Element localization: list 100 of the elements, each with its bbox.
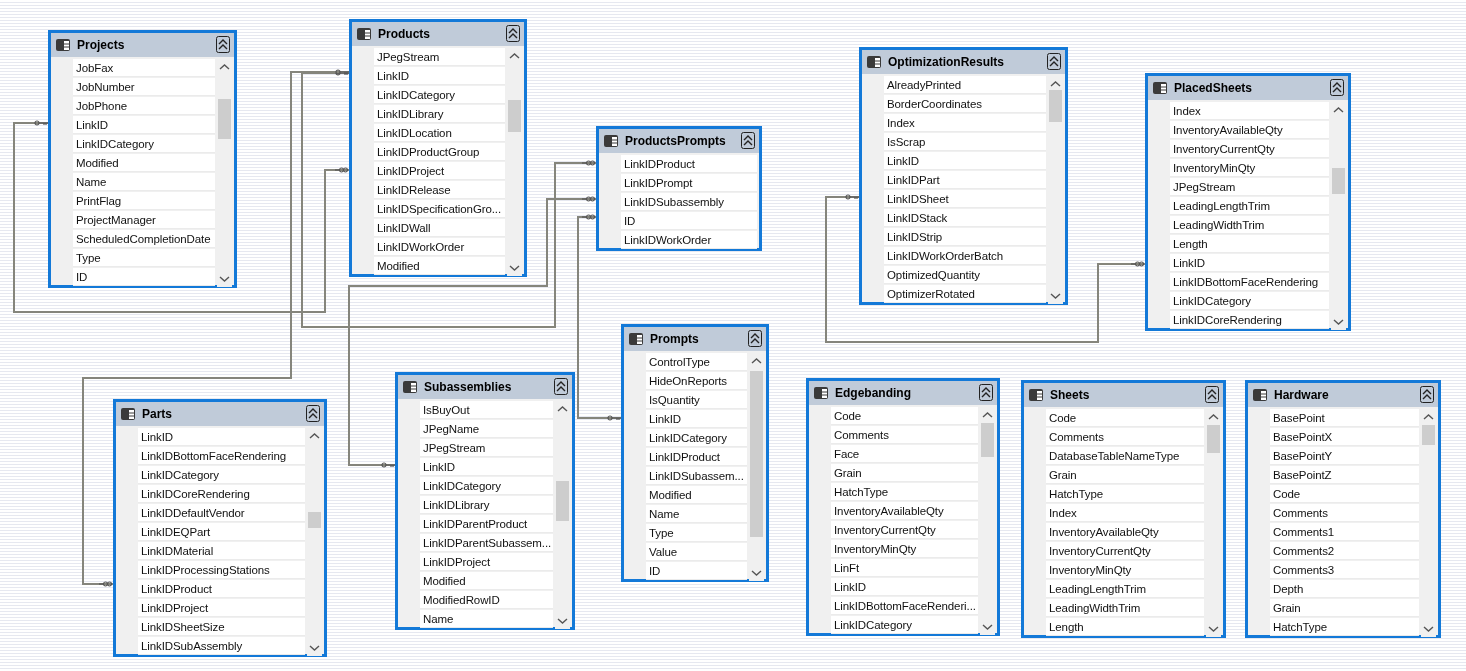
column-name: IsScrap [884, 133, 1046, 151]
column-name: LinkIDMaterial [138, 542, 305, 560]
column-name: JobPhone [73, 97, 215, 115]
column-name: LinkIDProduct [138, 580, 305, 598]
column-name: LeadingLengthTrim [1046, 580, 1204, 598]
column-name: Code [1046, 409, 1204, 427]
column-name: HatchType [831, 483, 978, 501]
column-name: ModifiedRowID [420, 591, 553, 609]
column-name: LinkIDBottomFaceRenderi... [831, 597, 978, 615]
column-name: LinkIDCategory [420, 477, 553, 495]
database-table [621, 324, 769, 582]
column-name: LinkID [420, 458, 553, 476]
column-name: Comments1 [1270, 523, 1419, 541]
column-name: LinkIDProject [374, 162, 505, 180]
column-name: LinkIDCategory [831, 616, 978, 634]
relationship-line [13, 120, 350, 313]
column-name: LinkIDProject [420, 553, 553, 571]
column-name: HatchType [1046, 485, 1204, 503]
column-name: ID [646, 562, 747, 580]
column-name: BasePointZ [1270, 466, 1419, 484]
table-title: Parts [142, 407, 173, 421]
column-name: BasePointX [1270, 428, 1419, 446]
column-name: Comments [1270, 504, 1419, 522]
column-name: LinkID [831, 578, 978, 596]
column-name: LinkIDDefaultVendor [138, 504, 305, 522]
column-name: Code [1270, 485, 1419, 503]
column-name: LinkIDSubAssembly [138, 637, 305, 655]
column-name: ScheduledCompletionDate [73, 230, 215, 248]
column-name: JPegStream [374, 48, 505, 66]
column-name: LinkIDSubassembly [621, 193, 757, 211]
table-title: OptimizationResults [888, 55, 1004, 69]
column-name: ID [73, 268, 215, 286]
column-name: HideOnReports [646, 372, 747, 390]
relationship-line [825, 194, 1146, 343]
column-name: LinkID [138, 428, 305, 446]
column-name: Index [1170, 102, 1329, 120]
column-name: ID [621, 212, 757, 230]
column-name: InventoryAvailableQty [1170, 121, 1329, 139]
column-name: LeadingWidthTrim [1046, 599, 1204, 617]
column-name: LinkIDProcessingStations [138, 561, 305, 579]
database-table [806, 378, 1000, 636]
column-name: LinkIDSheet [884, 190, 1046, 208]
column-name: LinkIDWorkOrder [374, 238, 505, 256]
column-name: Name [420, 610, 553, 628]
column-name: ProjectManager [73, 211, 215, 229]
column-name: LinkIDWorkOrder [621, 231, 757, 249]
column-name: LinkIDWorkOrderBatch [884, 247, 1046, 265]
table-title: Sheets [1050, 388, 1090, 402]
column-name: LinkIDCoreRendering [138, 485, 305, 503]
column-name: JobNumber [73, 78, 215, 96]
column-name: InventoryCurrentQty [1170, 140, 1329, 158]
column-name: LinkIDStrip [884, 228, 1046, 246]
column-name: Name [646, 505, 747, 523]
column-name: LinkIDSpecificationGro... [374, 200, 505, 218]
column-name: Value [646, 543, 747, 561]
column-name: OptimizerRotated [884, 285, 1046, 303]
column-name: LinkIDSheetSize [138, 618, 305, 636]
table-title: Prompts [650, 332, 699, 346]
column-name: LinkIDProductGroup [374, 143, 505, 161]
database-table [395, 372, 575, 630]
column-name: InventoryAvailableQty [1046, 523, 1204, 541]
column-name: InventoryCurrentQty [831, 521, 978, 539]
relationship-line [348, 196, 597, 468]
column-name: Comments [1046, 428, 1204, 446]
column-name: BasePointY [1270, 447, 1419, 465]
table-title: ProductsPrompts [625, 134, 726, 148]
database-table [48, 30, 237, 288]
column-name: LinkIDParentProduct [420, 515, 553, 533]
column-name: Modified [73, 154, 215, 172]
column-name: LinkIDCategory [374, 86, 505, 104]
column-name: OptimizedQuantity [884, 266, 1046, 284]
column-name: ControlType [646, 353, 747, 371]
column-name: JPegName [420, 420, 553, 438]
column-name: InventoryMinQty [1046, 561, 1204, 579]
column-name: LinkIDPart [884, 171, 1046, 189]
column-name: Grain [1046, 466, 1204, 484]
column-name: Comments [831, 426, 978, 444]
column-name: JPegStream [420, 439, 553, 457]
relationship-line [577, 214, 622, 421]
column-name: Face [831, 445, 978, 463]
column-name: Index [1046, 504, 1204, 522]
column-name: Code [831, 407, 978, 425]
column-name: BorderCoordinates [884, 95, 1046, 113]
column-name: JobFax [73, 59, 215, 77]
column-name: LinkIDCategory [1170, 292, 1329, 310]
column-name: LinkIDEQPart [138, 523, 305, 541]
column-name: LinkIDLibrary [420, 496, 553, 514]
column-name: Grain [831, 464, 978, 482]
column-name: Comments3 [1270, 561, 1419, 579]
table-title: Products [378, 27, 430, 41]
column-name: IsBuyOut [420, 401, 553, 419]
database-table [596, 126, 762, 251]
column-name: Depth [1270, 580, 1419, 598]
database-table [349, 19, 527, 277]
column-name: Type [73, 249, 215, 267]
database-table [1145, 73, 1351, 331]
column-name: InventoryCurrentQty [1046, 542, 1204, 560]
column-name: LinkIDStack [884, 209, 1046, 227]
column-name: LinkID [374, 67, 505, 85]
column-name: Index [884, 114, 1046, 132]
